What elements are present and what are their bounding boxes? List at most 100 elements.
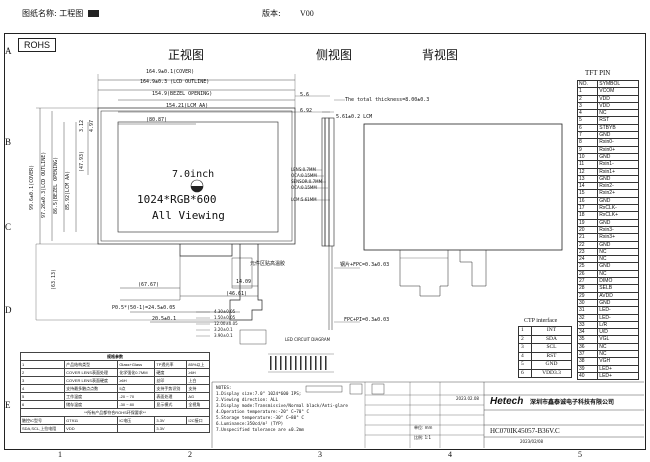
spec-cell: 储存温度	[64, 400, 119, 409]
dim-bezel-width: 154.9(BEZEL OPENING)	[152, 91, 213, 97]
dim-3-12: 3.12	[79, 119, 85, 132]
pin-number: 32	[576, 313, 599, 322]
pin-symbol: AVDD	[597, 291, 639, 300]
ctp-pin-symbol: SDA	[531, 334, 572, 344]
zone-d: D	[5, 305, 12, 315]
spec-cell: 上白	[186, 376, 210, 385]
pin-symbol: NC	[597, 247, 639, 257]
pin-symbol: Rxin0-	[597, 138, 639, 147]
pin-symbol: VDD	[597, 101, 639, 111]
spec-cell: COVER LENS表面硬度	[64, 376, 119, 385]
pin-number: 26	[576, 269, 599, 279]
spec-cell: 5	[19, 392, 66, 401]
pin-symbol: GND	[597, 196, 639, 206]
dim-pitch: P0.5*(50-1)=24.5±0.05	[112, 305, 176, 311]
pin-symbol: Rxin2+	[597, 189, 639, 198]
ctp-pin-symbol: RST	[531, 351, 572, 361]
date-value-2: 2023/02/08	[520, 439, 544, 444]
display-size-text: 7.0inch	[172, 169, 215, 180]
dim-bezel-height: 86.5(BEZEL OPENING)	[53, 156, 59, 214]
pin-number: 24	[576, 255, 599, 264]
pin-symbol: RxCLK+	[597, 211, 639, 220]
pin-number: 14	[576, 182, 599, 191]
unit-label: 单位: mm	[414, 425, 433, 430]
spec-cell: 4	[19, 384, 66, 393]
pin-number: 20	[576, 225, 599, 235]
ctp-pin-number: 3	[517, 343, 533, 353]
layer-lens: LENS:0.7MM	[291, 167, 316, 172]
spec-title-row: 规格参数	[20, 352, 210, 361]
pin-number: 12	[576, 167, 599, 176]
pin-number: 39	[576, 364, 599, 373]
pin-symbol: Rxin3-	[597, 225, 639, 235]
zone-e: E	[5, 400, 11, 410]
note-line: 4.Operation temperature:-20° C~70° C	[216, 410, 310, 415]
pin-number: 21	[576, 233, 599, 242]
note-line: 5.Storage temperature:-30° C~80° C	[216, 416, 304, 421]
pin-number: 29	[576, 291, 599, 300]
spec-cell: -20 ~ 70	[117, 392, 156, 401]
component-note: 元件区贴高温胶	[250, 261, 286, 267]
back-view-outline	[363, 123, 563, 251]
spec-cell: 支持手势识别	[154, 384, 188, 393]
ctp-pin-symbol: SCL	[531, 343, 572, 353]
drawing-frame	[4, 33, 646, 450]
pin-number: 6	[576, 123, 599, 133]
fpc-dim-5: 3.90±0.1	[214, 333, 233, 338]
spec-cell: 硬度	[154, 368, 188, 377]
pin-number: 5	[576, 116, 599, 125]
pin-symbol: LED+	[597, 371, 639, 381]
display-viewing-text: All Viewing	[152, 209, 225, 222]
back-view-title: 背视图	[422, 48, 459, 62]
pin-number: 7	[576, 131, 599, 140]
dim-46-61: (46.61)	[226, 291, 248, 297]
led-circuit-label: LED CIRCUIT DIAGRAM	[285, 337, 331, 342]
layer-lcm: LCM:5.61MM	[291, 197, 317, 202]
spec-cell: 表面处理	[154, 392, 188, 401]
pin-symbol: VGL	[597, 335, 639, 344]
pin-number: 10	[576, 152, 599, 162]
pin-symbol: RxCLK-	[597, 204, 639, 213]
spec-cell: 化学强化0.7MM	[117, 368, 156, 377]
note-line: 7.Unspecified tolerance are ±0.2mm	[216, 428, 304, 433]
pin-number: 36	[576, 342, 599, 352]
pin-number: 34	[576, 328, 599, 337]
spec-cell: ≥6H	[117, 376, 156, 385]
spec-cell: 2	[19, 368, 66, 377]
ctp-pin-number: 4	[517, 351, 533, 361]
fpc-dim-1: 4.30±0.05	[214, 309, 236, 314]
note-line: 1.Display size:7.0" 1024*600 IPS;	[216, 392, 302, 397]
pin-symbol: STBYB	[597, 123, 639, 133]
ctp-pin-symbol: INT	[531, 326, 572, 336]
tft-pin-header-row: NO. SYMBOL	[576, 79, 639, 89]
spec-cell: 3	[19, 376, 66, 385]
zone-4: 4	[448, 450, 452, 459]
spec-ic-cell: 3.3V	[154, 416, 188, 425]
pin-symbol: Rxin0+	[597, 145, 639, 154]
pin-symbol: RST	[597, 116, 639, 125]
dim-aa-height: 85.92(LCM AA)	[65, 170, 71, 210]
front-view-title: 正视图	[168, 48, 205, 62]
spec-cell: 产品结构类型	[64, 360, 119, 369]
spec-cell: Glass+Glass	[117, 360, 156, 369]
dim-6-92: 6.92	[300, 108, 313, 114]
active-area-outline	[117, 121, 279, 233]
